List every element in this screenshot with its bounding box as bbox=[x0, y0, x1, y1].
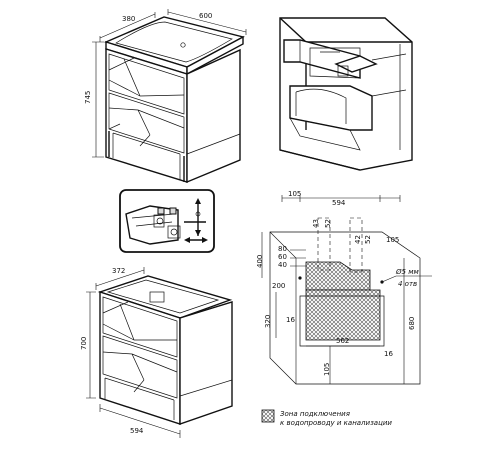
dim-16-left: 16 bbox=[286, 316, 295, 324]
connection-scheme: 105 594 105 43 52 42 52 400 80 60 40 200… bbox=[256, 190, 432, 385]
dim-16-right: 16 bbox=[384, 350, 393, 358]
dim-400: 400 bbox=[256, 255, 264, 268]
dim-594: 594 bbox=[332, 199, 346, 207]
dim-105-right: 105 bbox=[386, 236, 399, 244]
width-label-600: 600 bbox=[199, 12, 212, 20]
bottom-cabinet-view: 372 700 594 bbox=[80, 267, 233, 438]
depth-label-372: 372 bbox=[112, 267, 125, 275]
dim-52-b: 52 bbox=[364, 235, 372, 244]
dim-60: 60 bbox=[278, 253, 287, 261]
legend-line-1: Зона подключения bbox=[280, 410, 350, 418]
legend-line-2: к водопроводу и канализации bbox=[280, 419, 392, 427]
bracket-detail bbox=[119, 189, 215, 253]
height-label-745: 745 bbox=[84, 91, 92, 104]
top-cabinet-view: 380 600 745 bbox=[84, 9, 247, 184]
dim-40: 40 bbox=[278, 261, 287, 269]
dim-42: 42 bbox=[354, 235, 362, 244]
depth-label-380: 380 bbox=[122, 15, 135, 23]
open-cabinet-view bbox=[279, 17, 413, 171]
dim-105-bottom: 105 bbox=[323, 363, 331, 376]
dim-680: 680 bbox=[408, 317, 416, 330]
hole-note-diameter: Ø5 мм bbox=[395, 268, 419, 276]
legend: Зона подключения к водопроводу и канализ… bbox=[261, 409, 392, 427]
dim-105-left: 105 bbox=[288, 190, 301, 198]
dim-200: 200 bbox=[272, 282, 285, 290]
legend-hatch-swatch bbox=[261, 409, 275, 423]
dim-80: 80 bbox=[278, 245, 287, 253]
height-label-700: 700 bbox=[80, 337, 88, 350]
dim-320: 320 bbox=[264, 315, 272, 328]
dim-52-a: 52 bbox=[324, 219, 332, 228]
hole-note-count: 4 отв bbox=[398, 280, 417, 288]
dim-562: 562 bbox=[336, 337, 349, 345]
width-label-594: 594 bbox=[130, 427, 144, 435]
dim-43: 43 bbox=[312, 219, 320, 228]
